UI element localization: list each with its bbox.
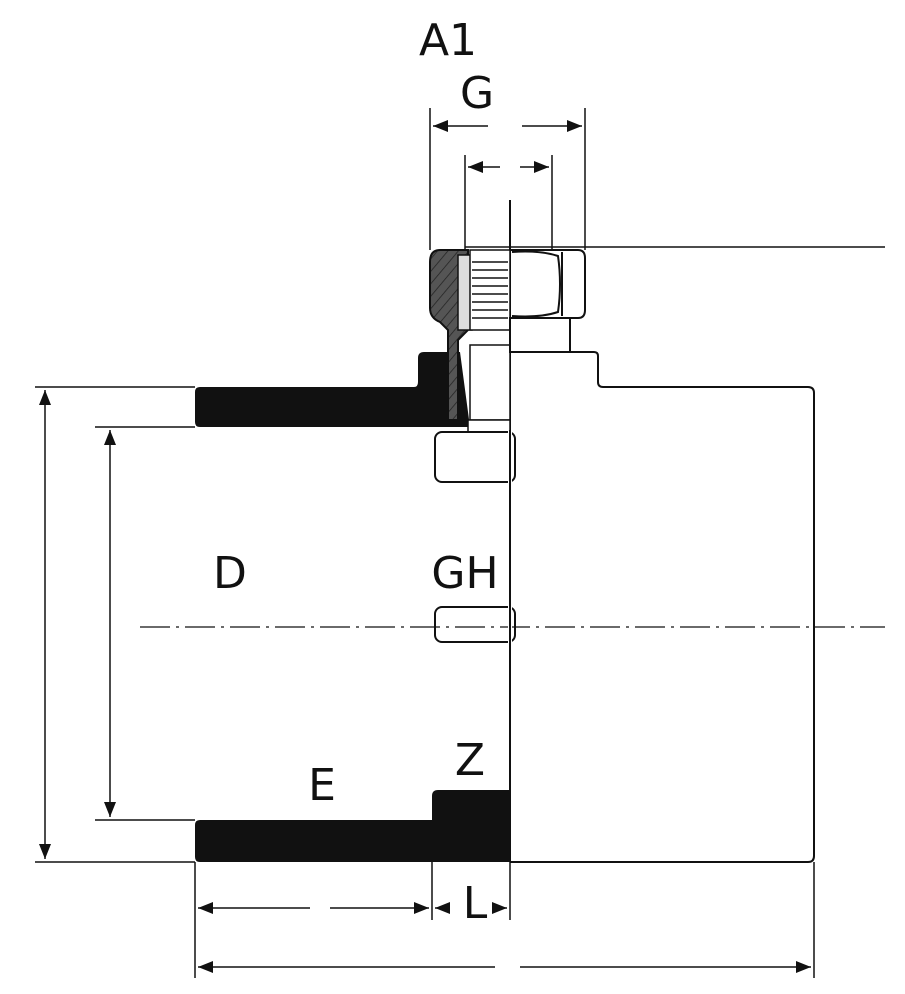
dimension-d-inner <box>95 426 195 821</box>
label-g: G <box>460 68 494 119</box>
thread-lines <box>469 249 511 331</box>
nut-collar <box>509 317 571 353</box>
dimension-d-outer <box>35 386 195 863</box>
dimension-g <box>429 108 586 250</box>
hex-nut-face <box>511 250 561 318</box>
label-l: L <box>463 878 488 929</box>
terminal-base <box>467 419 511 433</box>
pipe-wall-top <box>195 352 470 427</box>
hex-nut <box>510 249 586 319</box>
label-d: D <box>213 548 247 599</box>
label-gh: GH <box>431 548 498 599</box>
label-z: Z <box>455 735 485 786</box>
heating-zone-tab-lower <box>434 606 516 643</box>
heating-zone-tab-upper <box>434 431 516 483</box>
dimension-e-l <box>194 862 815 978</box>
fitting-body-outline <box>510 351 815 863</box>
pipe-wall-bottom <box>195 790 510 862</box>
terminal-pin <box>469 344 511 421</box>
label-a1: A1 <box>419 15 477 66</box>
label-e: E <box>308 760 336 811</box>
